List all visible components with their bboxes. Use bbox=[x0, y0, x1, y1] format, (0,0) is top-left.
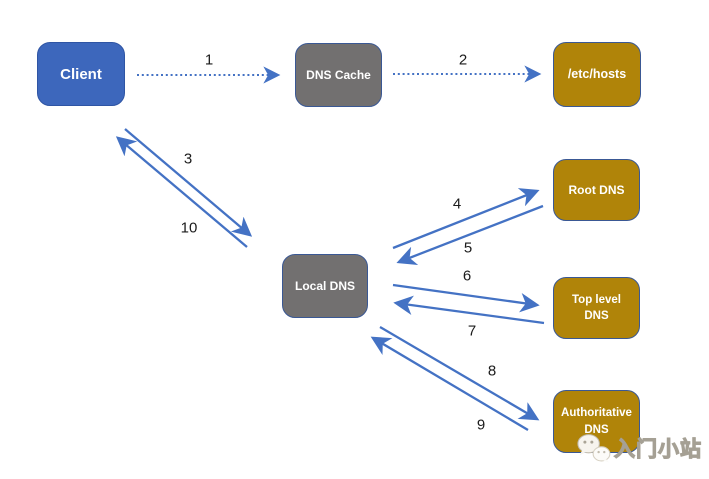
edge-9-label: 9 bbox=[476, 416, 486, 434]
node-authoritative-dns-label: Authoritative DNS bbox=[561, 407, 632, 436]
edge-8-arrow bbox=[379, 326, 540, 421]
node-root-dns: Root DNS bbox=[553, 159, 640, 221]
edge-6-arrow bbox=[392, 283, 540, 313]
edge-2-label: 2 bbox=[458, 51, 468, 69]
edge-8-label: 8 bbox=[487, 362, 497, 380]
edge-3-label: 3 bbox=[183, 150, 193, 168]
edge-9-arrow bbox=[370, 336, 529, 431]
node-top-level-dns-label: Top level DNS bbox=[572, 293, 621, 322]
edge-6-label: 6 bbox=[462, 267, 472, 285]
edge-5-arrow bbox=[396, 204, 544, 266]
edge-3-arrow bbox=[124, 128, 253, 237]
watermark-text: 入门小站 bbox=[613, 437, 702, 461]
node-local-dns-label: Local DNS bbox=[294, 278, 355, 293]
node-top-level-dns: Top level DNS bbox=[553, 277, 640, 339]
node-etc-hosts: /etc/hosts bbox=[553, 42, 641, 107]
node-client: Client bbox=[37, 42, 125, 106]
node-etc-hosts-label: /etc/hosts bbox=[567, 66, 627, 81]
node-local-dns: Local DNS bbox=[282, 254, 368, 318]
edge-10-label: 10 bbox=[180, 219, 198, 237]
edge-4-label: 4 bbox=[452, 195, 462, 213]
edge-5-label: 5 bbox=[463, 239, 473, 257]
edge-1-label: 1 bbox=[204, 51, 214, 69]
node-dns-cache-label: DNS Cache bbox=[306, 67, 371, 82]
node-client-label: Client bbox=[60, 65, 102, 83]
node-root-dns-label: Root DNS bbox=[568, 182, 625, 197]
edge-4-arrow bbox=[392, 188, 540, 250]
wechat-icon bbox=[577, 434, 611, 463]
watermark: 入门小站 bbox=[576, 433, 702, 463]
edge-7-label: 7 bbox=[467, 322, 477, 340]
node-dns-cache: DNS Cache bbox=[295, 43, 382, 107]
edge-7-arrow bbox=[393, 295, 545, 325]
edge-10-arrow bbox=[115, 136, 248, 248]
